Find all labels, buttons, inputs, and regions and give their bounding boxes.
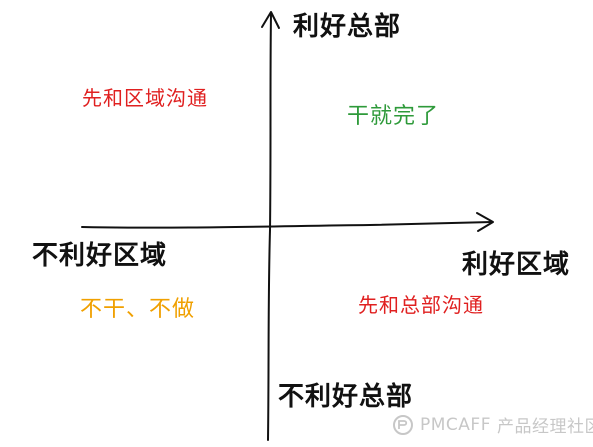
watermark-suffix: 产品经理社区 [496,417,593,437]
horizontal-axis-arrowhead [476,212,494,232]
quadrant-top-left: 先和区域沟通 [82,86,208,110]
watermark: PMCAFF 产品经理社区 [392,412,593,437]
quadrant-top-right: 干就完了 [347,104,440,129]
quadrant-bottom-right: 先和总部沟通 [358,293,484,317]
vertical-axis [267,13,272,441]
watermark-brand: PMCAFF [420,414,491,435]
vertical-axis-arrowhead [261,11,280,29]
quadrant-bottom-left: 不干、不做 [80,297,196,322]
axis-label-right: 利好区域 [462,250,571,280]
axis-label-left: 不利好区域 [32,241,168,271]
axis-label-top: 利好总部 [293,12,402,42]
pmcaff-logo-icon [393,414,413,435]
horizontal-axis [81,221,493,229]
axis-label-bottom: 不利好总部 [278,382,414,412]
